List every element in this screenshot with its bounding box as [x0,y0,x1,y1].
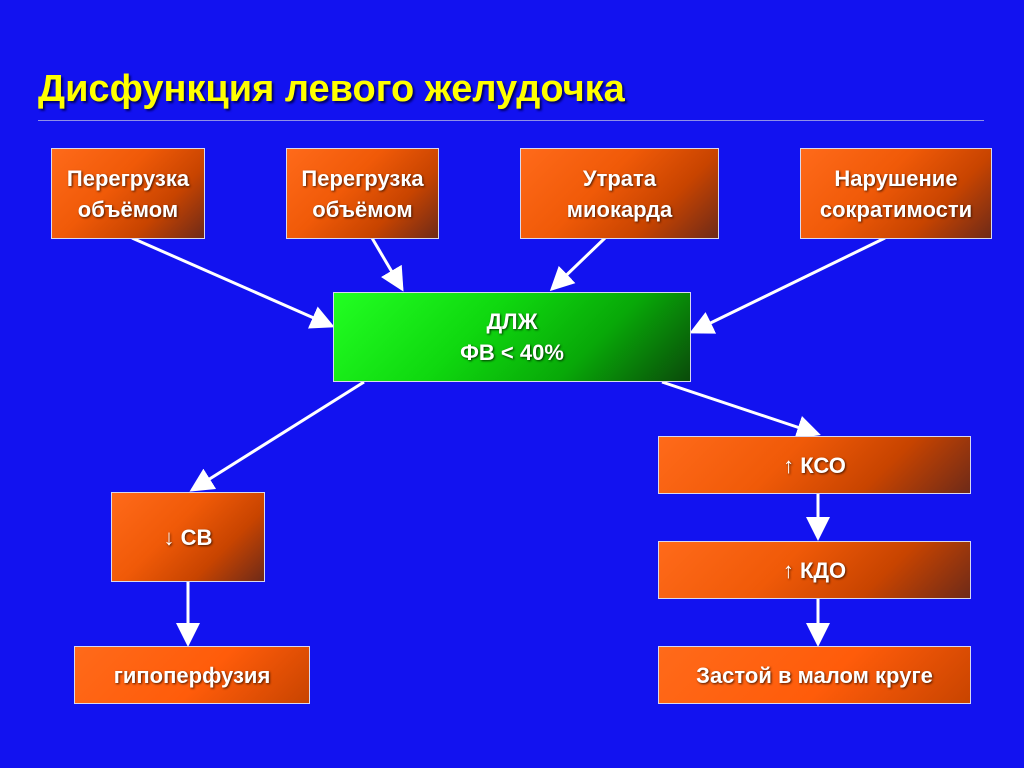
arrow-cause2-to-center [370,237,404,292]
arrow-cause4-to-center [689,236,886,334]
cause-box-myocardium-loss: Утрата миокарда [520,148,719,239]
slide-title: Дисфункция левого желудочка [38,68,625,110]
arrow-center-to-cv [189,380,365,492]
arrow-cause1-to-center [131,236,335,329]
cause-box-volume-overload-2: Перегрузка объёмом [286,148,439,239]
kso-box: ↑ КСО [658,436,971,494]
hypoperfusion-box: гипоперфузия [74,646,310,704]
pulmonary-congestion-box: Застой в малом круге [658,646,971,704]
kdo-box: ↑ КДО [658,541,971,599]
cv-box: ↓ СВ [111,492,265,582]
arrow-center-to-kso [661,380,821,439]
arrow-cause3-to-center [549,236,607,292]
cause-box-volume-overload-1: Перегрузка объёмом [51,148,205,239]
title-underline [38,120,984,121]
center-box-lv-dysfunction: ДЛЖ ФВ < 40% [333,292,691,382]
cause-box-contractility-impairment: Нарушение сократимости [800,148,992,239]
